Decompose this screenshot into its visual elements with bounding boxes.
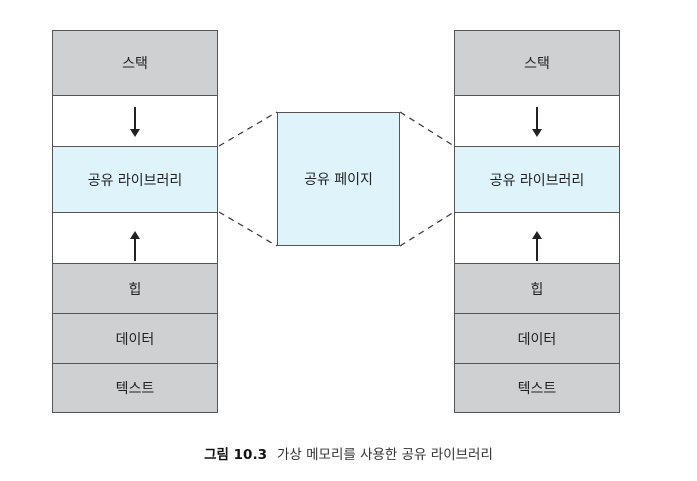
left-shared-library-segment: 공유 라이브러리 <box>53 147 217 213</box>
left-data-segment: 데이터 <box>53 314 217 364</box>
right-heap-segment: 힙 <box>455 264 619 314</box>
right-shared-library-segment: 공유 라이브러리 <box>455 147 619 213</box>
figure-number: 그림 10.3 <box>204 447 267 463</box>
figure-caption: 그림 10.3 가상 메모리를 사용한 공유 라이브러리 <box>0 443 697 463</box>
right-text-segment: 텍스트 <box>455 364 619 412</box>
up-arrow-icon <box>130 231 140 261</box>
left-shared-library-label: 공유 라이브러리 <box>87 172 183 189</box>
down-arrow-icon <box>532 107 542 137</box>
right-stack-growth-gap <box>455 96 619 147</box>
left-heap-segment: 힙 <box>53 264 217 314</box>
right-text-label: 텍스트 <box>517 381 557 397</box>
shared-page-box: 공유 페이지 <box>277 112 400 246</box>
right-heap-growth-gap <box>455 213 619 264</box>
left-text-label: 텍스트 <box>115 381 155 397</box>
connector-right-top <box>399 111 455 147</box>
down-arrow-icon <box>130 107 140 137</box>
right-memory-layout: 스택 공유 라이브러리 힙 데이터 텍스트 <box>454 30 620 413</box>
left-data-label: 데이터 <box>115 331 155 348</box>
figure-caption-text: 가상 메모리를 사용한 공유 라이브러리 <box>276 447 493 463</box>
right-shared-library-label: 공유 라이브러리 <box>489 172 585 189</box>
shared-page-label: 공유 페이지 <box>304 172 373 188</box>
left-heap-growth-gap <box>53 213 217 264</box>
connector-left-bottom <box>218 211 278 247</box>
left-stack-label: 스택 <box>122 56 148 72</box>
up-arrow-icon <box>532 231 542 261</box>
right-stack-segment: 스택 <box>455 31 619 96</box>
right-data-segment: 데이터 <box>455 314 619 364</box>
right-data-label: 데이터 <box>517 331 557 348</box>
connector-left-top <box>218 111 278 147</box>
left-stack-growth-gap <box>53 96 217 147</box>
connector-right-bottom <box>399 211 455 247</box>
left-heap-label: 힙 <box>128 281 142 298</box>
left-memory-layout: 스택 공유 라이브러리 힙 데이터 텍스트 <box>52 30 218 413</box>
left-text-segment: 텍스트 <box>53 364 217 412</box>
right-stack-label: 스택 <box>524 56 550 72</box>
left-stack-segment: 스택 <box>53 31 217 96</box>
right-heap-label: 힙 <box>530 281 544 298</box>
